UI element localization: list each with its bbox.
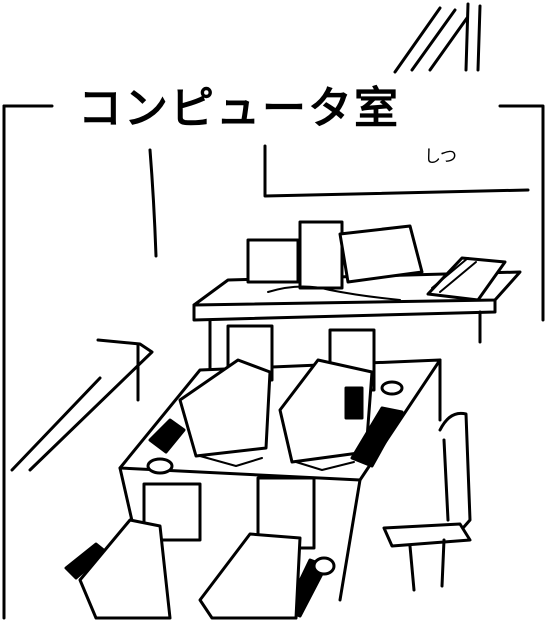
monitors (178, 324, 376, 471)
room-sign-title: コンピュータ室 (78, 83, 400, 134)
left-counter (10, 338, 154, 472)
back-table (192, 220, 522, 374)
foreground-computers (78, 476, 316, 620)
wall-lines (148, 2, 530, 258)
chair (382, 411, 472, 592)
frame-lines (2, 104, 545, 620)
room-sign-ruby: しつ (424, 147, 457, 167)
